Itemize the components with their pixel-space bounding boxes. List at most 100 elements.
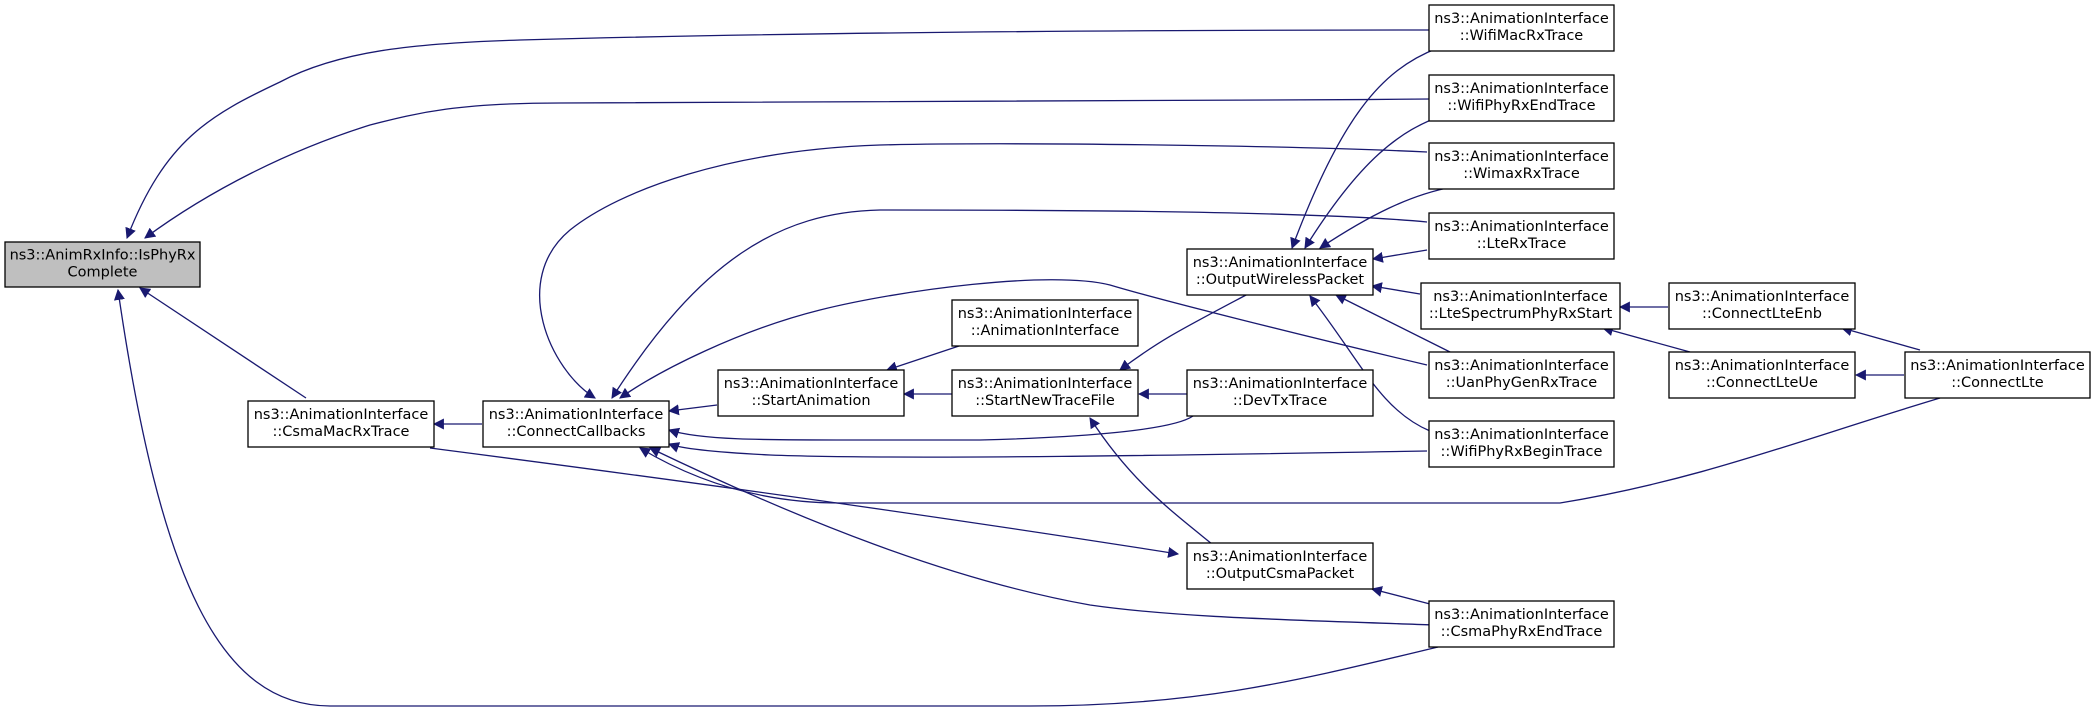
- node-box: [482, 400, 670, 448]
- edge-startanim-to-connectcb: [667, 404, 718, 416]
- node-box: [1428, 351, 1615, 399]
- edge-connectlte-to-connectcb: [639, 397, 1941, 504]
- edge-wirelesspkt-to-newtrace: [1119, 293, 1249, 371]
- nodes: ns3::AnimRxInfo::IsPhyRx Complete ns3::A…: [4, 4, 2091, 648]
- node-label-line1: ns3::AnimationInterface: [1434, 11, 1609, 27]
- edge-wifiphyend-to-isphyrx: [144, 98, 1431, 239]
- edge-uan-to-wirelesspkt: [1335, 294, 1459, 357]
- edge-connectlte-to-ltenb: [1840, 325, 1921, 351]
- node-label-line2: ::WifiPhyRxEndTrace: [1447, 98, 1595, 114]
- node-connectlteenb[interactable]: ns3::AnimationInterface ::ConnectLteEnb: [1668, 282, 1856, 330]
- node-wifimacrxtrace[interactable]: ns3::AnimationInterface ::WifiMacRxTrace: [1428, 4, 1615, 52]
- node-box: [247, 400, 435, 448]
- node-label-line1: ns3::AnimationInterface: [724, 376, 899, 392]
- node-startanimation[interactable]: ns3::AnimationInterface ::StartAnimation: [717, 369, 905, 417]
- node-box: [1668, 282, 1856, 330]
- node-csmamacrxtrace[interactable]: ns3::AnimationInterface ::CsmaMacRxTrace: [247, 400, 435, 448]
- edge-ltespec-to-wirelesspkt: [1370, 282, 1421, 295]
- node-box: [1186, 369, 1374, 417]
- node-label-line1: ns3::AnimationInterface: [1675, 358, 1850, 374]
- node-box: [1428, 420, 1615, 468]
- node-label-line1: ns3::AnimationInterface: [1675, 289, 1850, 305]
- edge-devtx-to-connectcb: [667, 415, 1194, 441]
- node-label-line2: ::LteRxTrace: [1477, 236, 1567, 252]
- edge-csmaphyend-to-csmapkt: [1370, 586, 1431, 605]
- node-outputwirelesspacket[interactable]: ns3::AnimationInterface ::OutputWireless…: [1186, 248, 1374, 296]
- node-box: [1428, 212, 1615, 260]
- node-label-line1: ns3::AnimationInterface: [1434, 149, 1609, 165]
- node-animationinterface[interactable]: ns3::AnimationInterface ::AnimationInter…: [951, 299, 1139, 347]
- node-label-line2: ::WifiMacRxTrace: [1460, 28, 1584, 44]
- node-connectlteue[interactable]: ns3::AnimationInterface ::ConnectLteUe: [1668, 351, 1856, 399]
- node-label-line2: ::ConnectLteEnb: [1702, 306, 1822, 322]
- edge-lterx-to-connectcb: [611, 209, 1428, 399]
- node-label-line2: ::OutputCsmaPacket: [1206, 566, 1355, 582]
- edge-csmaphyend-to-isphyrx: [113, 288, 1439, 707]
- node-label-line1: ns3::AnimationInterface: [1193, 376, 1368, 392]
- node-lterxtrace[interactable]: ns3::AnimationInterface ::LteRxTrace: [1428, 212, 1615, 260]
- edge-csmamac-to-isphyrx: [139, 287, 307, 399]
- node-startnewtracefile[interactable]: ns3::AnimationInterface ::StartNewTraceF…: [951, 369, 1139, 417]
- node-label-line2: ::ConnectLte: [1951, 375, 2043, 391]
- node-connectcallbacks[interactable]: ns3::AnimationInterface ::ConnectCallbac…: [482, 400, 670, 448]
- node-box: [4, 241, 201, 288]
- node-label-line2: ::CsmaPhyRxEndTrace: [1441, 624, 1603, 640]
- node-label-line2: ::WifiPhyRxBeginTrace: [1441, 444, 1603, 460]
- node-connectlte[interactable]: ns3::AnimationInterface ::ConnectLte: [1904, 351, 2091, 399]
- node-label-line2: ::LteSpectrumPhyRxStart: [1429, 306, 1613, 322]
- node-label-line2: ::UanPhyGenRxTrace: [1446, 375, 1598, 391]
- node-label-line2: ::AnimationInterface: [971, 323, 1120, 339]
- node-label-line2: Complete: [68, 265, 138, 281]
- edge-csmapkt-to-newtrace: [1089, 417, 1213, 545]
- node-wimaxrxtrace[interactable]: ns3::AnimationInterface ::WimaxRxTrace: [1428, 142, 1615, 190]
- node-label-line1: ns3::AnimationInterface: [1433, 289, 1608, 305]
- edge-csmaphyend-to-connectcb: [649, 447, 1434, 626]
- node-csmaphyrxendtrace[interactable]: ns3::AnimationInterface ::CsmaPhyRxEndTr…: [1428, 600, 1615, 648]
- edge-wifiphyend-to-wirelesspkt: [1304, 114, 1445, 249]
- edges: [113, 29, 1941, 707]
- edge-csmamac-to-csmapkt: [429, 447, 1180, 558]
- edge-lteue-to-ltespec: [1601, 325, 1691, 353]
- node-outputcsmapacket[interactable]: ns3::AnimationInterface ::OutputCsmaPack…: [1186, 542, 1374, 590]
- node-label-line1: ns3::AnimationInterface: [1434, 427, 1609, 443]
- edge-animiface-to-startanim: [885, 342, 969, 373]
- node-devtxtrace[interactable]: ns3::AnimationInterface ::DevTxTrace: [1186, 369, 1374, 417]
- node-label-line2: ::ConnectLteUe: [1706, 375, 1818, 391]
- edge-wifimac-to-wirelesspkt: [1290, 47, 1439, 250]
- node-label-line2: ::StartNewTraceFile: [975, 393, 1115, 409]
- node-label-line1: ns3::AnimationInterface: [1434, 358, 1609, 374]
- node-label-line2: ::WimaxRxTrace: [1463, 166, 1580, 182]
- node-label-line1: ns3::AnimationInterface: [1193, 255, 1368, 271]
- node-uanphygenrxtrace[interactable]: ns3::AnimationInterface ::UanPhyGenRxTra…: [1428, 351, 1615, 399]
- node-label-line1: ns3::AnimationInterface: [254, 407, 429, 423]
- node-label-line1: ns3::AnimationInterface: [489, 407, 664, 423]
- node-label-line1: ns3::AnimRxInfo::IsPhyRx: [10, 248, 196, 264]
- node-label-line2: ::DevTxTrace: [1233, 393, 1327, 409]
- node-label-line1: ns3::AnimationInterface: [1434, 219, 1609, 235]
- node-box: [951, 369, 1139, 417]
- node-box: [1186, 248, 1374, 296]
- edge-wimax-to-wirelesspkt: [1319, 186, 1453, 249]
- node-label-line1: ns3::AnimationInterface: [1193, 549, 1368, 565]
- node-box: [717, 369, 905, 417]
- node-ltespectrumphyrxstart[interactable]: ns3::AnimationInterface ::LteSpectrumPhy…: [1420, 282, 1621, 330]
- edge-uan-to-connectcb: [619, 279, 1428, 399]
- node-label-line1: ns3::AnimationInterface: [1434, 81, 1609, 97]
- node-box: [1420, 282, 1621, 330]
- node-label-line1: ns3::AnimationInterface: [958, 306, 1133, 322]
- node-box: [1904, 351, 2091, 399]
- node-wifiphyrxbegintrace[interactable]: ns3::AnimationInterface ::WifiPhyRxBegin…: [1428, 420, 1615, 468]
- node-label-line2: ::ConnectCallbacks: [507, 424, 646, 440]
- node-box: [951, 299, 1139, 347]
- node-label-line2: ::OutputWirelessPacket: [1196, 272, 1365, 288]
- node-label-line2: ::CsmaMacRxTrace: [273, 424, 410, 440]
- node-box: [1186, 542, 1374, 590]
- node-box: [1668, 351, 1856, 399]
- node-label-line1: ns3::AnimationInterface: [1434, 607, 1609, 623]
- edge-wifimac-to-isphyrx: [125, 29, 1441, 240]
- node-box: [1428, 74, 1615, 122]
- node-isphyrx-complete[interactable]: ns3::AnimRxInfo::IsPhyRx Complete: [4, 241, 201, 288]
- node-wifiphyrxendtrace[interactable]: ns3::AnimationInterface ::WifiPhyRxEndTr…: [1428, 74, 1615, 122]
- node-label-line1: ns3::AnimationInterface: [1910, 358, 2085, 374]
